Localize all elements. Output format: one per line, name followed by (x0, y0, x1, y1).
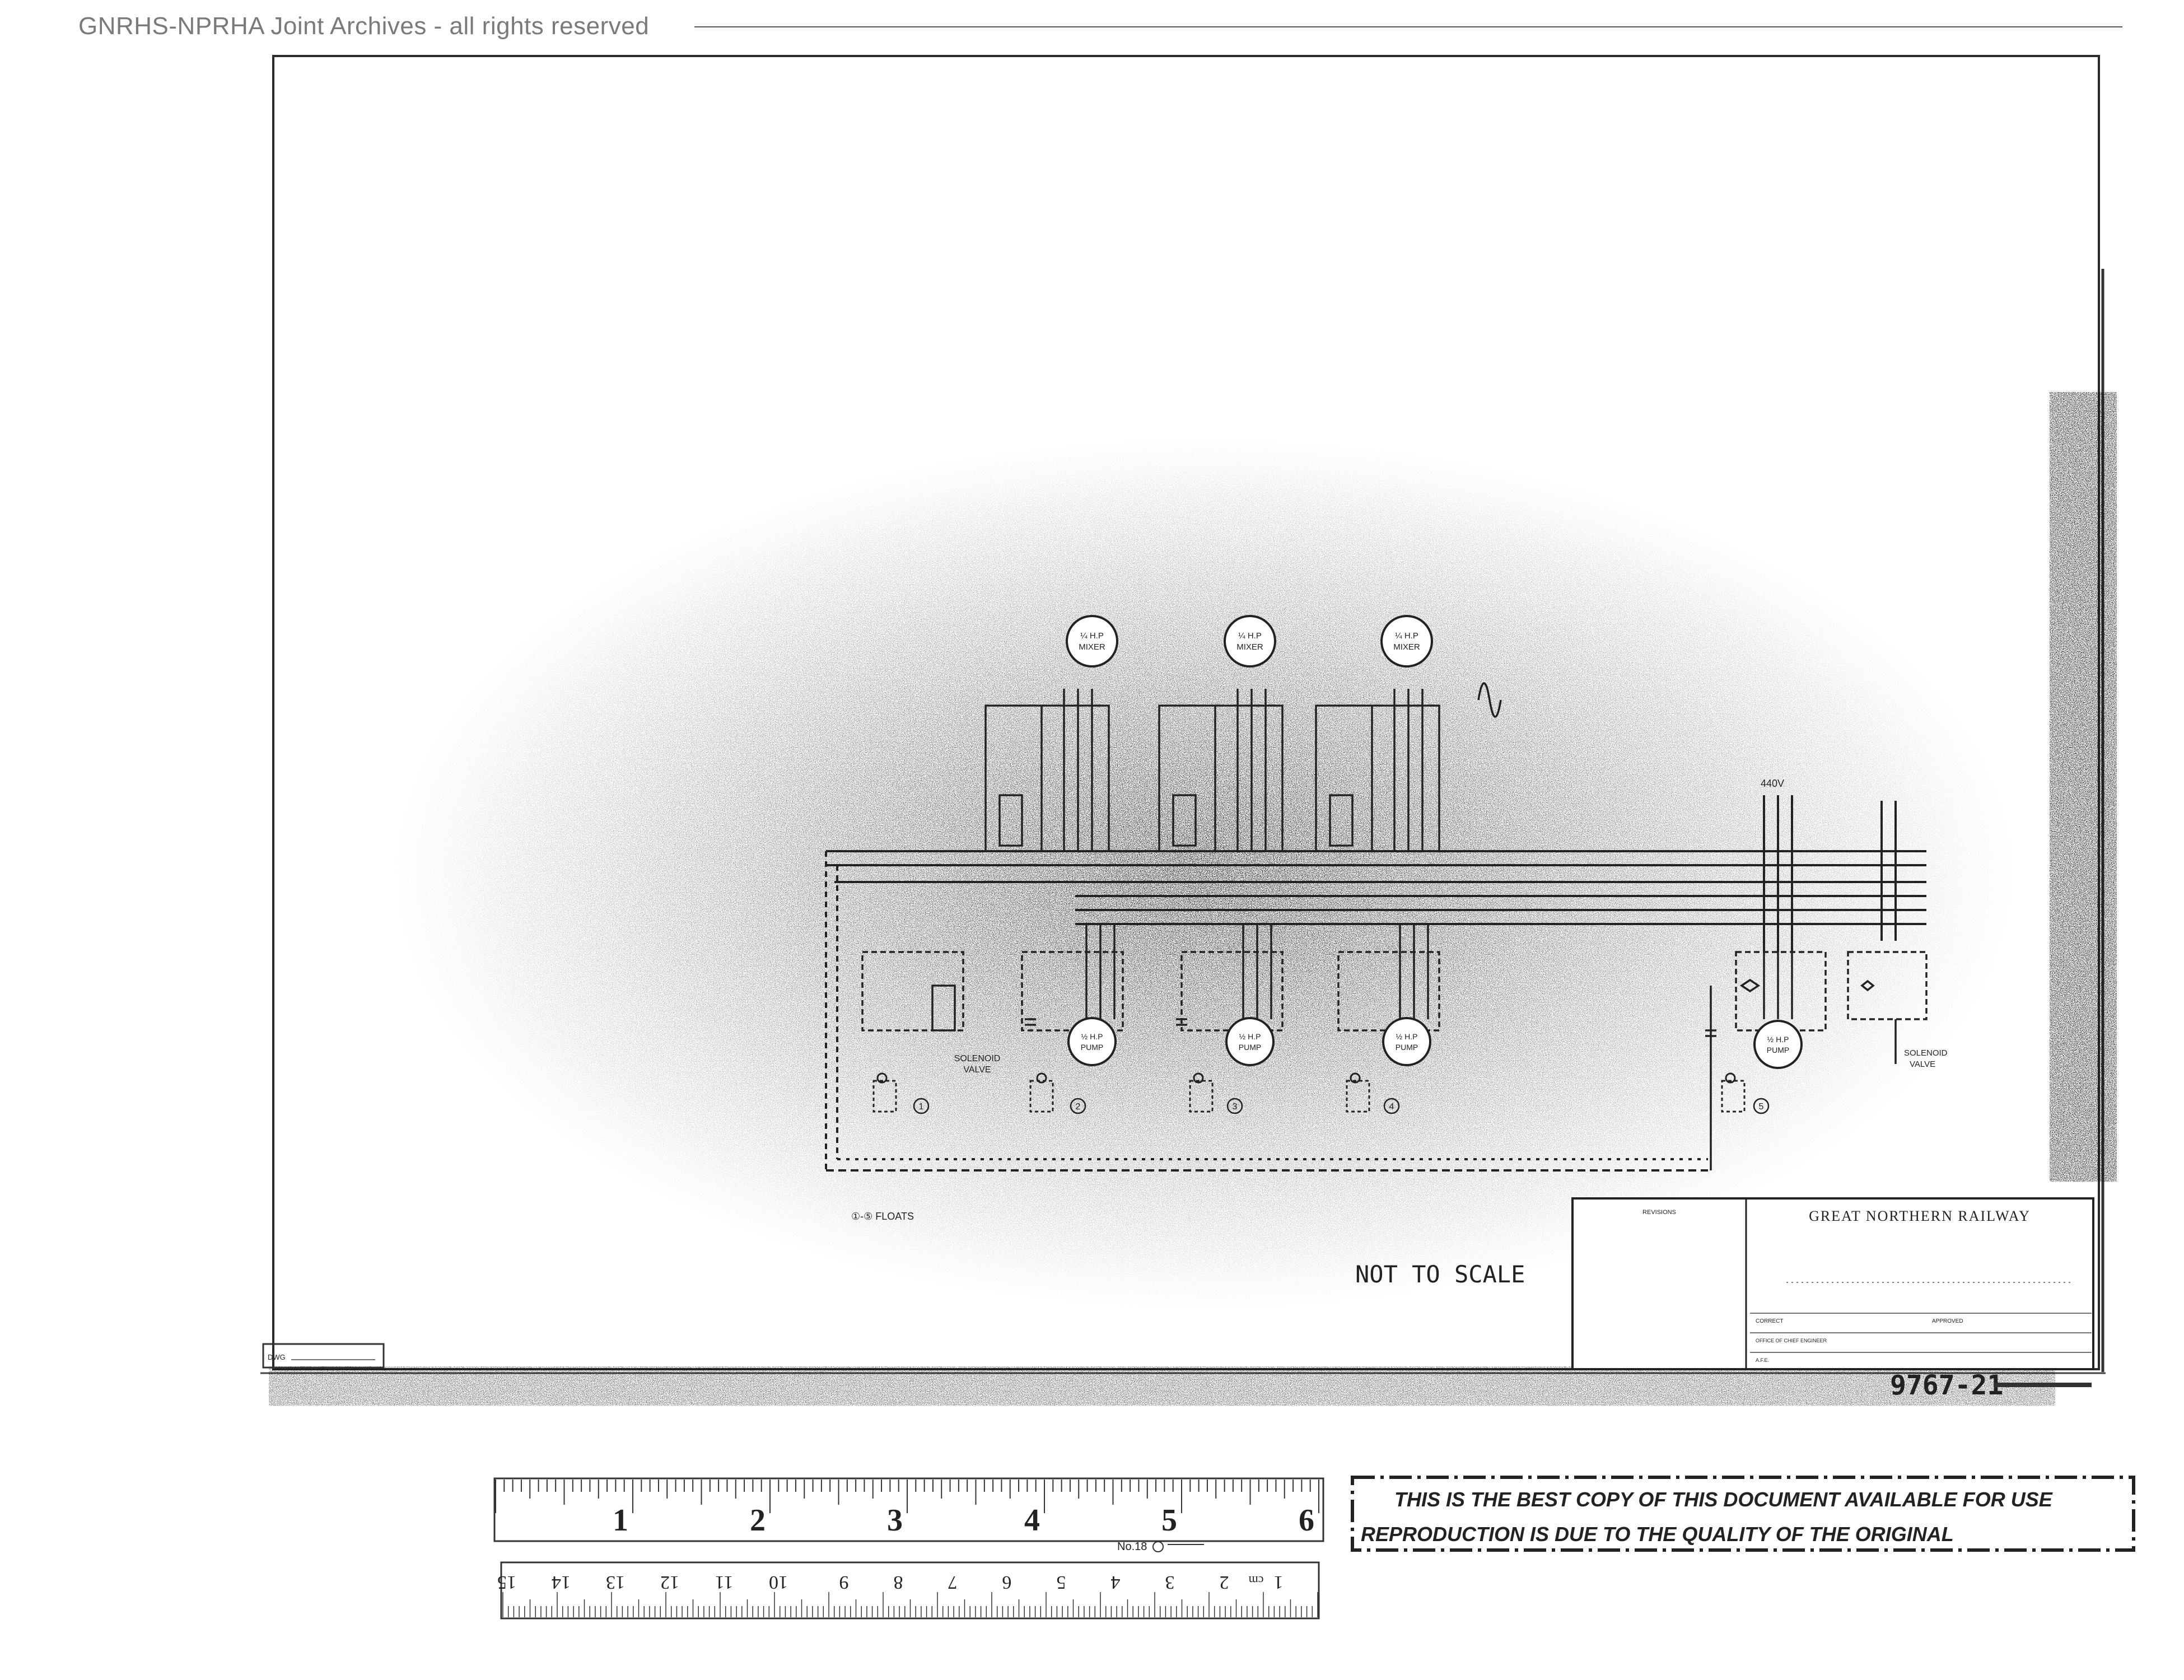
switch-number-3: 3 (1226, 1098, 1243, 1114)
supply-voltage-label: 440V (1761, 778, 1784, 789)
floats-note: ①-⑤ FLOATS (851, 1211, 914, 1222)
not-to-scale-label: NOT TO SCALE (1355, 1261, 1525, 1288)
ruler-cm-label-5: 5 (1057, 1572, 1066, 1593)
solenoid-valve-label-line2: VALVE (963, 1065, 991, 1075)
ruler-cm-label-13: 13 (606, 1572, 625, 1593)
svg-text:½ H.P: ½ H.P (1396, 1032, 1418, 1041)
solenoid-valve-right-line2: VALVE (1910, 1060, 1935, 1069)
solenoid-valve-label-line1: SOLENOID (954, 1054, 1001, 1063)
switch-number-1: 1 (913, 1098, 930, 1114)
svg-text:PUMP: PUMP (1239, 1043, 1261, 1052)
ruler-cm-label-15: 15 (497, 1572, 516, 1593)
ruler-inch-label-6: 6 (1299, 1503, 1314, 1538)
mixer-motor-2: ¼ H.P MIXER (1224, 615, 1276, 668)
ruler-cm-unit: cm (1249, 1574, 1264, 1588)
svg-text:CORRECT: CORRECT (1756, 1318, 1783, 1324)
svg-text:½ H.P: ½ H.P (1239, 1032, 1261, 1041)
ruler-cm-label-1: 1 (1274, 1572, 1284, 1593)
switch-number-4: 4 (1383, 1098, 1400, 1114)
svg-text:REPRODUCTION IS DUE TO THE QUA: REPRODUCTION IS DUE TO THE QUALITY OF TH… (1361, 1523, 1954, 1546)
svg-text:MIXER: MIXER (1079, 642, 1105, 652)
svg-text:APPROVED: APPROVED (1932, 1318, 1963, 1324)
switch-number-5: 5 (1753, 1098, 1770, 1114)
pump-motor-4: ½ H.P PUMP (1753, 1020, 1803, 1069)
svg-text:DWG: DWG (268, 1353, 286, 1361)
mixer-motor-3: ¼ H.P MIXER (1380, 615, 1433, 668)
svg-text:5: 5 (1759, 1102, 1764, 1112)
ruler-cm-label-12: 12 (660, 1572, 679, 1593)
ruler-cm-label-2: 2 (1220, 1572, 1229, 1593)
svg-text:A.F.E.: A.F.E. (1756, 1357, 1769, 1363)
svg-text:REVISIONS: REVISIONS (1642, 1209, 1676, 1216)
svg-text:½ H.P: ½ H.P (1081, 1032, 1103, 1041)
ruler-cm-label-6: 6 (1002, 1572, 1012, 1593)
ruler-inch-label-2: 2 (750, 1503, 766, 1538)
svg-text:3: 3 (1233, 1102, 1238, 1112)
svg-text:PUMP: PUMP (1767, 1046, 1789, 1054)
svg-text:½ H.P: ½ H.P (1767, 1035, 1789, 1044)
pump-motor-2: ½ H.P PUMP (1225, 1017, 1275, 1066)
ruler-inch-label-4: 4 (1024, 1503, 1040, 1538)
svg-text:MIXER: MIXER (1393, 642, 1420, 652)
svg-text:PUMP: PUMP (1396, 1043, 1418, 1052)
ruler-cm-label-3: 3 (1165, 1572, 1175, 1593)
svg-text:OFFICE OF CHIEF ENGINEER: OFFICE OF CHIEF ENGINEER (1756, 1338, 1827, 1343)
svg-text:PUMP: PUMP (1081, 1043, 1103, 1052)
solenoid-valve-right-line1: SOLENOID (1904, 1048, 1948, 1058)
svg-text:¼ H.P: ¼ H.P (1238, 631, 1262, 641)
svg-text:2: 2 (1076, 1102, 1081, 1112)
ruler-maker: No.18 (1117, 1541, 1147, 1553)
ruler-inch-label-3: 3 (887, 1503, 903, 1538)
drawing-check-box: DWG (262, 1343, 385, 1369)
ruler-cm-label-7: 7 (948, 1572, 958, 1593)
svg-text:1: 1 (919, 1102, 924, 1112)
float-switches (872, 1072, 1746, 1113)
ruler-cm-label-10: 10 (769, 1572, 788, 1593)
svg-text:4: 4 (1389, 1102, 1394, 1112)
drawing-number: 9767-21 (1890, 1370, 2003, 1401)
ruler-centimeters: 1 cm 2 3 4 5 6 7 8 9 10 11 12 13 14 15 (497, 1561, 1320, 1620)
copy-quality-stamp: THIS IS THE BEST COPY OF THIS DOCUMENT A… (1351, 1476, 2135, 1552)
ruler-cm-label-4: 4 (1111, 1572, 1121, 1593)
title-block: REVISIONS GREAT NORTHERN RAILWAY CORRECT… (1571, 1197, 2094, 1370)
svg-text:THIS IS THE BEST COPY OF THIS: THIS IS THE BEST COPY OF THIS DOCUMENT A… (1394, 1488, 2053, 1511)
svg-text:GREAT NORTHERN RAILWAY: GREAT NORTHERN RAILWAY (1809, 1208, 2031, 1224)
power-bus (825, 795, 1926, 1172)
ruler-cm-label-11: 11 (715, 1572, 734, 1593)
mixer-motor-1: ¼ H.P MIXER (1066, 615, 1118, 668)
switch-number-2: 2 (1070, 1098, 1086, 1114)
ruler-inch-label-1: 1 (613, 1503, 628, 1538)
archive-watermark: GNRHS-NPRHA Joint Archives - all rights … (78, 12, 650, 40)
ruler-cm-label-9: 9 (839, 1572, 849, 1593)
ruler-cm-label-8: 8 (894, 1572, 903, 1593)
svg-text:¼ H.P: ¼ H.P (1395, 631, 1418, 641)
svg-text:MIXER: MIXER (1236, 642, 1263, 652)
mixer-branches (984, 682, 1502, 852)
pump-motor-3: ½ H.P PUMP (1382, 1017, 1431, 1066)
ruler-inches: 1 2 3 4 5 6 No.18 (493, 1477, 1324, 1553)
svg-text:¼ H.P: ¼ H.P (1080, 631, 1104, 641)
pump-motor-1: ½ H.P PUMP (1067, 1017, 1117, 1066)
ruler-inch-label-5: 5 (1161, 1503, 1177, 1538)
ruler-cm-label-14: 14 (552, 1572, 571, 1593)
